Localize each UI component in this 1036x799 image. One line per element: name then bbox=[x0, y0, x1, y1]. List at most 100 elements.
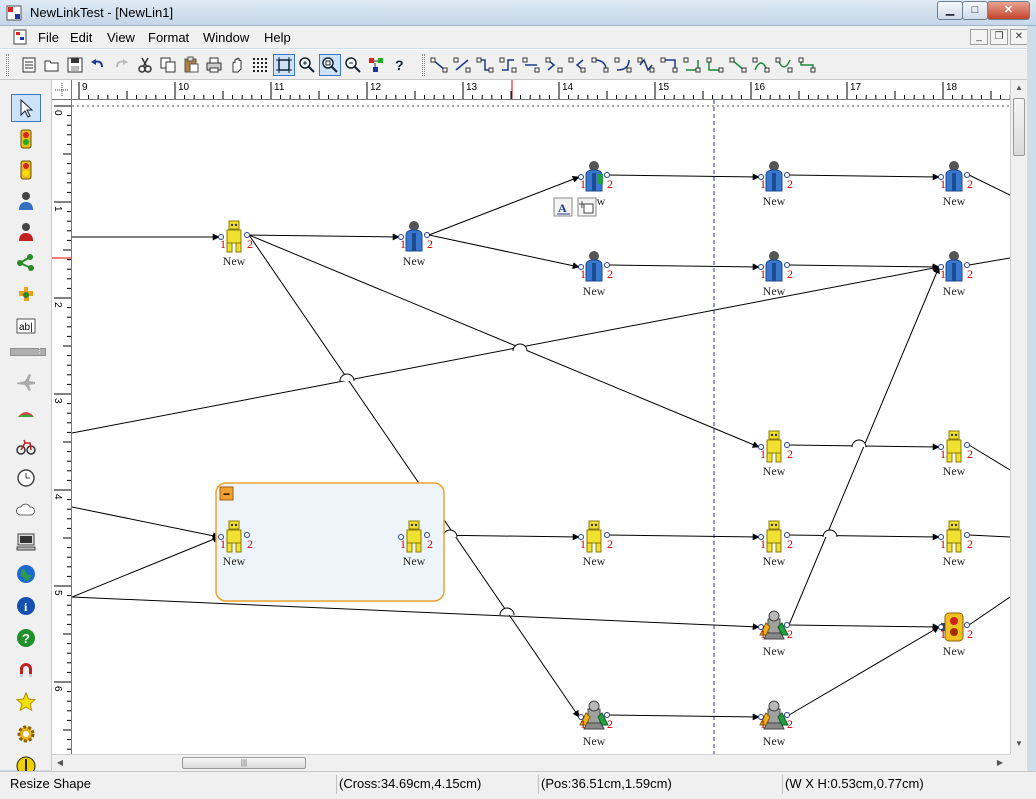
text-box-icon[interactable]: ab| bbox=[11, 312, 41, 340]
clock-icon[interactable] bbox=[11, 464, 41, 492]
node-label[interactable]: New bbox=[583, 734, 606, 748]
magnet-icon[interactable] bbox=[11, 656, 41, 684]
save-icon[interactable] bbox=[64, 54, 86, 76]
paste-icon[interactable] bbox=[180, 54, 202, 76]
link-tool-16[interactable] bbox=[773, 54, 795, 76]
output-port[interactable] bbox=[784, 442, 790, 448]
text-edit-handle[interactable]: A bbox=[553, 197, 573, 217]
input-port[interactable] bbox=[578, 264, 584, 270]
output-port[interactable] bbox=[964, 622, 970, 628]
redo-icon[interactable] bbox=[110, 54, 132, 76]
cut-icon[interactable] bbox=[134, 54, 156, 76]
menu-file[interactable]: File bbox=[38, 30, 59, 45]
cloud-icon[interactable] bbox=[11, 496, 41, 524]
input-port[interactable] bbox=[938, 444, 944, 450]
link-tool-10[interactable] bbox=[635, 54, 657, 76]
scroll-down-icon[interactable]: ▼ bbox=[1015, 739, 1023, 748]
zoom-in-icon[interactable] bbox=[296, 54, 318, 76]
output-port[interactable] bbox=[784, 172, 790, 178]
input-port[interactable] bbox=[758, 714, 764, 720]
link-tool-6[interactable] bbox=[543, 54, 565, 76]
star-icon[interactable] bbox=[11, 688, 41, 716]
link[interactable] bbox=[788, 623, 940, 631]
mdi-restore-button[interactable]: ❐ bbox=[990, 29, 1008, 45]
node-label[interactable]: New bbox=[403, 554, 426, 568]
link-tool-4[interactable] bbox=[497, 54, 519, 76]
horizontal-scroll-thumb[interactable]: ||| bbox=[182, 757, 306, 769]
menu-edit[interactable]: Edit bbox=[70, 30, 93, 45]
computer-icon[interactable] bbox=[11, 528, 41, 556]
input-port[interactable] bbox=[758, 444, 764, 450]
pointer-icon[interactable] bbox=[11, 94, 41, 122]
output-port[interactable] bbox=[964, 532, 970, 538]
open-icon[interactable] bbox=[41, 54, 63, 76]
vertical-scrollbar[interactable]: ▲ ▼ bbox=[1010, 80, 1027, 754]
link[interactable] bbox=[248, 233, 400, 241]
horizontal-scrollbar[interactable]: ◀ ||| ▶ bbox=[52, 754, 1010, 771]
mdi-minimize-button[interactable]: _ bbox=[970, 29, 988, 45]
info-icon[interactable]: i bbox=[11, 592, 41, 620]
palette-separator[interactable]: ⋮ bbox=[10, 348, 46, 356]
menu-format[interactable]: Format bbox=[148, 30, 190, 45]
link[interactable] bbox=[72, 506, 220, 540]
input-port[interactable] bbox=[398, 534, 404, 540]
output-port[interactable] bbox=[424, 532, 430, 538]
node-label[interactable]: New bbox=[763, 554, 786, 568]
puzzle-icon[interactable] bbox=[11, 280, 41, 308]
input-port[interactable] bbox=[578, 714, 584, 720]
scroll-right-icon[interactable]: ▶ bbox=[996, 758, 1004, 767]
input-port[interactable] bbox=[758, 174, 764, 180]
link[interactable] bbox=[428, 176, 580, 236]
output-port[interactable] bbox=[604, 532, 610, 538]
node-label[interactable]: New bbox=[763, 734, 786, 748]
link[interactable] bbox=[72, 536, 220, 598]
link[interactable] bbox=[788, 263, 940, 271]
input-port[interactable] bbox=[398, 234, 404, 240]
link-tool-11[interactable] bbox=[658, 54, 680, 76]
output-port[interactable] bbox=[604, 712, 610, 718]
link-tool-2[interactable] bbox=[451, 54, 473, 76]
user-red-icon[interactable] bbox=[11, 218, 41, 246]
group-collapse-button[interactable]: − bbox=[219, 486, 234, 501]
output-port[interactable] bbox=[244, 532, 250, 538]
input-port[interactable] bbox=[758, 534, 764, 540]
close-button[interactable]: ✕ bbox=[987, 1, 1030, 20]
ruler-corner[interactable] bbox=[52, 80, 72, 100]
input-port[interactable] bbox=[758, 624, 764, 630]
link-tool-9[interactable] bbox=[612, 54, 634, 76]
select-frame-icon[interactable] bbox=[273, 54, 295, 76]
link[interactable] bbox=[248, 234, 580, 718]
link[interactable] bbox=[968, 257, 1010, 266]
node-label[interactable]: New bbox=[943, 644, 966, 658]
node-label[interactable]: New bbox=[403, 254, 426, 268]
node-label[interactable]: New bbox=[943, 464, 966, 478]
link[interactable] bbox=[788, 173, 940, 181]
user-blue-icon[interactable] bbox=[11, 187, 41, 215]
input-port[interactable] bbox=[218, 234, 224, 240]
link[interactable] bbox=[788, 626, 940, 716]
link-tool-14[interactable] bbox=[727, 54, 749, 76]
node-label[interactable]: New bbox=[943, 194, 966, 208]
move-handle[interactable] bbox=[577, 197, 597, 217]
node-label[interactable]: New bbox=[763, 464, 786, 478]
group-container[interactable] bbox=[215, 482, 445, 602]
input-port[interactable] bbox=[938, 264, 944, 270]
input-port[interactable] bbox=[578, 534, 584, 540]
traffic-light-red-icon[interactable] bbox=[11, 125, 41, 153]
